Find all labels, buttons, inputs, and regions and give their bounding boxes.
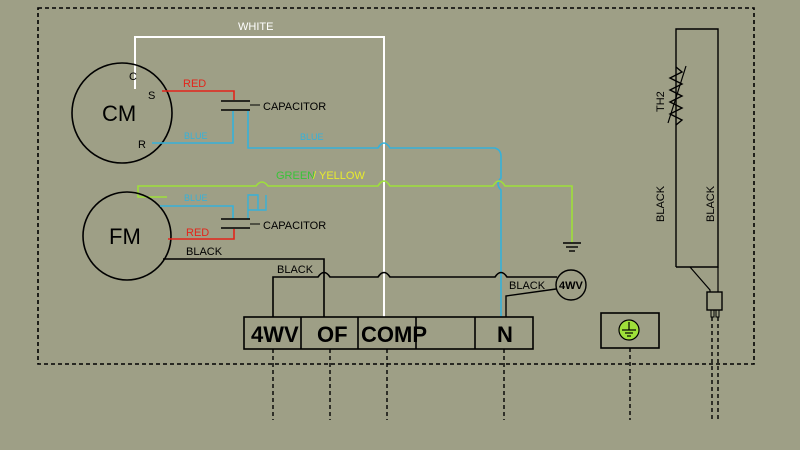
fm-capacitor-label: CAPACITOR xyxy=(263,220,326,232)
four-way-valve-black-label: BLACK xyxy=(509,280,546,292)
fm-capacitor: CAPACITOR xyxy=(221,218,326,232)
ground-terminal xyxy=(600,312,660,349)
terminal-n: N xyxy=(497,322,513,347)
thermistor: TH2 BLACK BLACK xyxy=(655,28,723,318)
ground-terminal-icon xyxy=(622,322,636,337)
compressor-motor: CM C S R xyxy=(71,62,173,164)
fm-red-wire-label: RED xyxy=(186,227,209,239)
cm-capacitor-label: CAPACITOR xyxy=(263,101,326,113)
four-way-valve-circle xyxy=(555,269,587,301)
thermistor-black-right: BLACK xyxy=(705,185,717,222)
compressor-terminal-s: S xyxy=(148,90,155,102)
fm-blue-wire: BLUE xyxy=(160,193,267,219)
slash-label: / xyxy=(313,170,317,182)
white-wire: WHITE xyxy=(134,21,385,317)
terminal-4wv: 4WV xyxy=(251,322,299,347)
main-blue-wire-label: BLUE xyxy=(300,132,324,142)
black-bus-wire: BLACK xyxy=(272,264,557,317)
cm-red-wire-label: RED xyxy=(183,78,206,90)
main-blue-wire: BLUE xyxy=(247,111,502,317)
terminal-of: OF xyxy=(317,322,348,347)
four-way-valve: 4WV BLACK xyxy=(505,269,587,317)
fm-black-wire: BLACK xyxy=(163,246,325,317)
cm-red-wire: RED xyxy=(162,78,235,100)
green-yellow-wire: GREEN / YELLOW xyxy=(137,170,581,252)
fm-blue-wire-label: BLUE xyxy=(184,193,208,203)
cm-blue-wire: BLUE xyxy=(152,111,234,144)
cm-capacitor: CAPACITOR xyxy=(221,100,326,113)
yellow-wire-label: YELLOW xyxy=(319,170,365,182)
compressor-motor-circle xyxy=(71,62,173,164)
fan-motor: FM xyxy=(82,191,172,281)
fan-motor-circle xyxy=(82,191,172,281)
fan-motor-label: FM xyxy=(109,224,141,249)
enclosure-border xyxy=(37,7,755,365)
white-wire-label: WHITE xyxy=(238,21,273,33)
ground-icon xyxy=(563,242,581,252)
fm-black-wire-label: BLACK xyxy=(186,246,223,258)
terminal-block: 4WV OF COMP N xyxy=(243,316,534,350)
thermistor-label: TH2 xyxy=(655,91,667,112)
green-wire-label: GREEN xyxy=(276,170,315,182)
cm-blue-wire-label: BLUE xyxy=(184,131,208,141)
fm-red-wire: RED xyxy=(168,227,235,240)
terminal-comp: COMP xyxy=(361,322,427,347)
external-leads xyxy=(272,317,719,420)
four-way-valve-label: 4WV xyxy=(559,280,584,292)
compressor-terminal-c: C xyxy=(129,71,137,83)
compressor-terminal-r: R xyxy=(138,139,146,151)
black-bus-wire-label: BLACK xyxy=(277,264,314,276)
thermistor-black-left: BLACK xyxy=(655,185,667,222)
thermistor-connector xyxy=(706,291,723,318)
compressor-motor-label: CM xyxy=(102,101,136,126)
